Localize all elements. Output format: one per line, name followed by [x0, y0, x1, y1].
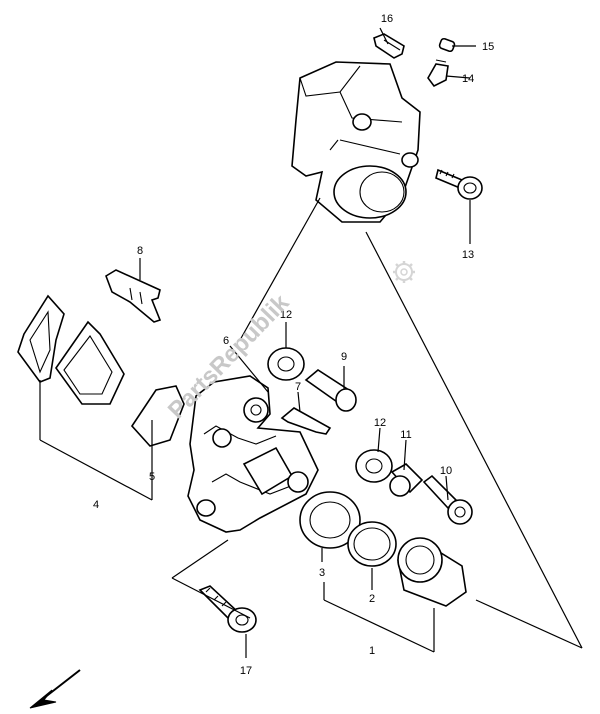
- part-14-bleeder-valve: [427, 59, 449, 88]
- callout-8: 8: [137, 245, 143, 257]
- part-17-bracket-bolt: [198, 585, 257, 633]
- part-7-pin-clip: [280, 407, 332, 435]
- callout-5: 5: [149, 471, 155, 483]
- callout-4: 4: [93, 499, 99, 511]
- callout-2: 2: [369, 593, 375, 605]
- part-3-dust-seal: [299, 491, 361, 549]
- part-16-clip: [373, 33, 405, 59]
- gear-icon: [393, 261, 415, 283]
- front-arrow-icon: [29, 669, 81, 709]
- callout-3: 3: [319, 567, 325, 579]
- caliper-assembly: [291, 61, 421, 223]
- part-9-slide-pin: [304, 369, 357, 412]
- callout-12-lower: 12: [374, 417, 386, 429]
- callout-17: 17: [240, 665, 252, 677]
- part-12-boot-upper: [267, 347, 305, 381]
- callout-9: 9: [341, 351, 347, 363]
- leader-lines: [39, 27, 583, 658]
- callout-1: 1: [369, 645, 375, 657]
- part-13-bolt: [435, 168, 483, 200]
- part-6-caliper-bracket: [187, 375, 319, 533]
- callout-16: 16: [381, 13, 393, 25]
- callout-labels: 16 15 14 13 8 12 6 9 7 12 11 10 5 4 3 2 …: [93, 13, 494, 677]
- part-8-pad-spring: [105, 269, 162, 323]
- part-12-boot-lower: [355, 449, 393, 483]
- callout-7: 7: [295, 381, 301, 393]
- callout-11: 11: [400, 429, 411, 441]
- callout-15: 15: [482, 41, 494, 53]
- callout-14: 14: [462, 73, 474, 85]
- part-4-brake-pads: [17, 294, 125, 405]
- callout-6: 6: [223, 335, 229, 347]
- part-2-piston-seal: [347, 521, 397, 567]
- part-1-piston: [397, 537, 467, 607]
- callout-13: 13: [462, 249, 474, 261]
- part-11-sleeve: [389, 463, 424, 497]
- part-5-pad-shim: [130, 385, 185, 447]
- part-15-bleeder-cap: [438, 37, 456, 53]
- callout-12-upper: 12: [280, 309, 292, 321]
- callout-10: 10: [440, 465, 452, 477]
